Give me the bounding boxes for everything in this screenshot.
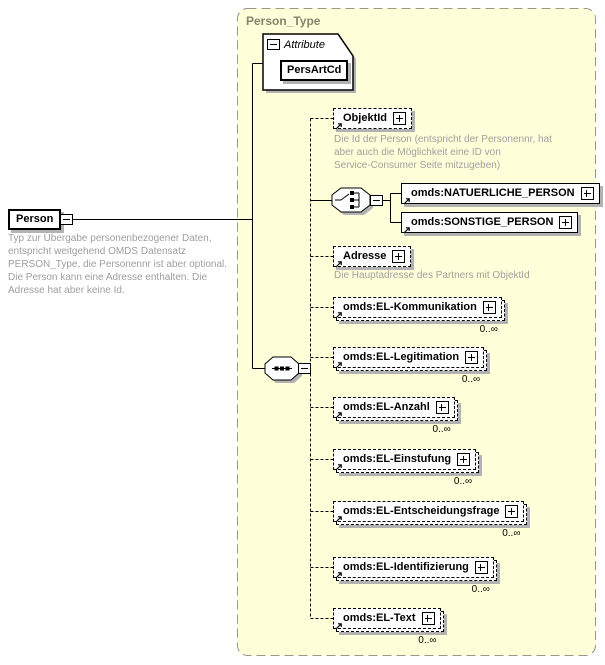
element-el-anzahl[interactable]: omds:EL-Anzahl 0..∞: [333, 397, 458, 435]
element-el-einstufung[interactable]: omds:EL-Einstufung 0..∞: [333, 449, 480, 487]
reference-arrow-icon: [335, 572, 342, 579]
reference-arrow-icon: [335, 516, 342, 523]
occurrence-label: 0..∞: [461, 374, 481, 385]
element-adresse[interactable]: Adresse: [333, 246, 412, 268]
element-sonstige-person[interactable]: omds:SONSTIGE_PERSON: [401, 212, 579, 234]
occurrence-label: 0..∞: [453, 476, 473, 487]
expand-icon[interactable]: [505, 505, 519, 518]
element-label: Person: [16, 213, 54, 225]
element-el-legitimation[interactable]: omds:EL-Legitimation 0..∞: [333, 347, 488, 385]
element-description: Die Hauptadresse des Partners mit Objekt…: [334, 270, 530, 281]
collapse-icon[interactable]: [370, 195, 383, 206]
reference-arrow-icon: [335, 261, 342, 268]
reference-arrow-icon: [335, 123, 342, 130]
collapse-icon[interactable]: [60, 214, 73, 225]
attribute-label: PersArtCd: [287, 64, 342, 76]
container-title: Person_Type: [246, 14, 321, 28]
expand-icon[interactable]: [580, 187, 594, 200]
sequence-icon: [272, 366, 292, 371]
collapse-icon[interactable]: [267, 39, 280, 50]
reference-arrow-icon: [335, 312, 342, 319]
reference-arrow-icon: [335, 623, 342, 630]
reference-arrow-icon: [335, 412, 342, 419]
expand-icon[interactable]: [482, 301, 496, 314]
attribute-persartcd[interactable]: PersArtCd: [280, 60, 349, 81]
element-description: Die Id der Person (entspricht der Person…: [334, 134, 552, 171]
expand-icon[interactable]: [474, 561, 488, 574]
expand-icon[interactable]: [559, 216, 573, 229]
element-el-identifizierung[interactable]: omds:EL-Identifizierung 0..∞: [333, 557, 497, 595]
element-description: Typ zur Übergabe personenbezogener Daten…: [8, 233, 228, 296]
reference-arrow-icon: [403, 198, 410, 205]
occurrence-label: 0..∞: [471, 584, 490, 595]
expand-icon[interactable]: [465, 351, 479, 364]
element-el-kommunikation[interactable]: omds:EL-Kommunikation 0..∞: [333, 297, 505, 335]
attribute-section-label: Attribute: [284, 39, 325, 51]
choice-indicator[interactable]: [330, 186, 374, 216]
occurrence-label: 0..∞: [502, 528, 521, 539]
element-objektid[interactable]: ObjektId: [333, 108, 413, 130]
reference-arrow-icon: [403, 227, 410, 234]
element-el-text[interactable]: omds:EL-Text 0..∞: [333, 608, 444, 646]
expand-icon[interactable]: [421, 612, 435, 625]
occurrence-label: 0..∞: [432, 424, 451, 435]
collapse-icon[interactable]: [298, 363, 311, 374]
reference-arrow-icon: [335, 362, 342, 369]
expand-icon[interactable]: [393, 112, 407, 125]
expand-icon[interactable]: [392, 250, 406, 263]
element-person[interactable]: Person: [8, 209, 62, 230]
expand-icon[interactable]: [435, 401, 449, 414]
reference-arrow-icon: [335, 464, 342, 471]
element-el-entscheidungsfrage[interactable]: omds:EL-Entscheidungsfrage 0..∞: [333, 501, 528, 539]
occurrence-label: 0..∞: [479, 324, 498, 335]
expand-icon[interactable]: [457, 453, 471, 466]
element-natuerliche-person[interactable]: omds:NATUERLICHE_PERSON: [401, 183, 600, 205]
occurrence-label: 0..∞: [418, 635, 437, 646]
